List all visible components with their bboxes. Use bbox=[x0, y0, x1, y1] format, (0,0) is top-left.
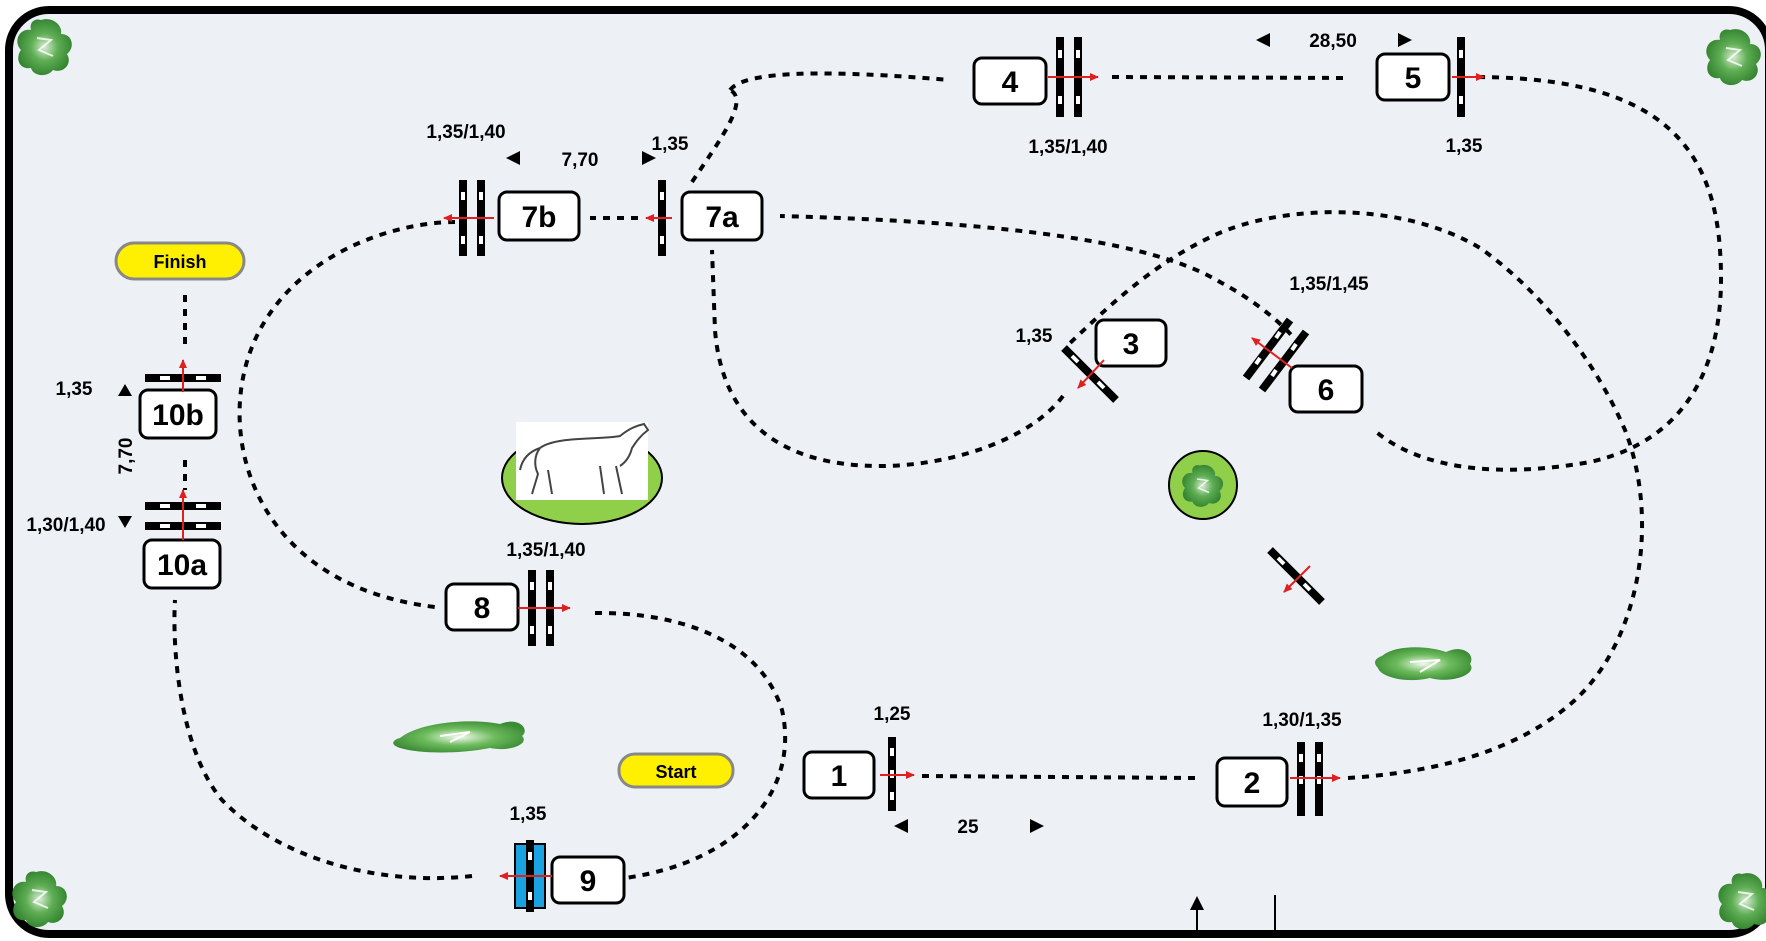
direction-triangle bbox=[118, 384, 132, 396]
obstacle-number: 10b bbox=[152, 399, 204, 432]
obstacle-2: 2 1,30/1,35 bbox=[1215, 710, 1342, 816]
obstacle-10a: 10a 1,30/1,40 bbox=[26, 489, 222, 590]
obstacle-number: 4 bbox=[1002, 66, 1019, 99]
obstacle-number: 2 bbox=[1244, 767, 1261, 800]
obstacle-9: 9 1,35 bbox=[499, 804, 626, 912]
obstacle-number: 6 bbox=[1318, 374, 1335, 407]
obstacle-number: 7a bbox=[705, 201, 739, 234]
finish-label: Finish bbox=[154, 252, 207, 272]
distance-1-2: 25 bbox=[894, 817, 1044, 838]
distance-4-5: 28,50 bbox=[1256, 31, 1412, 52]
distance-value: 25 bbox=[957, 817, 979, 838]
obstacle-number: 10a bbox=[157, 549, 207, 582]
obstacle-height: 1,35 bbox=[510, 804, 547, 825]
distance-value: 7,70 bbox=[562, 150, 599, 171]
start-label: Start bbox=[655, 762, 696, 782]
finish-badge: Finish bbox=[114, 241, 246, 281]
horse-statue bbox=[501, 422, 663, 525]
obstacle-number: 7b bbox=[521, 201, 556, 234]
obstacle-10b: 10b 1,35 bbox=[56, 359, 221, 440]
extra-fence bbox=[1267, 547, 1325, 605]
obstacle-3: 3 1,35 bbox=[1016, 318, 1168, 403]
distance-arrow-left bbox=[894, 819, 908, 833]
entrance-arrow-icon bbox=[1190, 895, 1276, 936]
jump-direction-arrow bbox=[1077, 359, 1105, 389]
horse-icon bbox=[519, 422, 650, 495]
obstacle-4: 4 1,35/1,40 bbox=[972, 37, 1108, 158]
distance-arrow-left bbox=[1256, 33, 1270, 47]
start-badge: Start bbox=[617, 752, 735, 789]
obstacle-7a: 7a 1,35 bbox=[645, 134, 764, 256]
distance-arrow-right bbox=[642, 151, 656, 165]
bush-icon bbox=[1375, 647, 1472, 681]
obstacle-6: 6 1,35/1,45 bbox=[1242, 274, 1369, 414]
distance-value: 7,70 bbox=[116, 438, 137, 475]
distance-arrow-left bbox=[506, 151, 520, 165]
obstacle-height: 1,35/1,40 bbox=[1028, 137, 1107, 158]
obstacle-number: 1 bbox=[831, 760, 848, 793]
obstacle-7b: 7b 1,35/1,40 bbox=[426, 122, 581, 256]
jump-direction-arrow bbox=[1251, 337, 1293, 369]
obstacle-1: 1 1,25 bbox=[802, 704, 915, 811]
obstacle-height: 1,30/1,35 bbox=[1262, 710, 1342, 731]
obstacle-height: 1,30/1,40 bbox=[26, 515, 105, 536]
obstacle-height: 1,35 bbox=[652, 134, 689, 155]
obstacle-5: 5 1,35 bbox=[1375, 37, 1485, 157]
course-route bbox=[172, 71, 1723, 881]
obstacle-height: 1,25 bbox=[874, 704, 911, 725]
distance-value: 28,50 bbox=[1309, 31, 1357, 52]
obstacle-height: 1,35 bbox=[56, 379, 93, 400]
direction-triangle bbox=[118, 516, 132, 528]
arena-border bbox=[5, 6, 1766, 938]
obstacle-height: 1,35/1,40 bbox=[506, 540, 585, 561]
distance-10a-10b: 7,70 bbox=[116, 438, 137, 475]
obstacle-number: 3 bbox=[1123, 328, 1140, 361]
obstacle-height: 1,35/1,40 bbox=[426, 122, 505, 143]
tree-island bbox=[1168, 450, 1238, 520]
distance-arrow-right bbox=[1398, 33, 1412, 47]
distance-7b-7a: 7,70 bbox=[506, 150, 656, 171]
obstacle-height: 1,35 bbox=[1446, 136, 1483, 157]
obstacle-8: 8 1,35/1,40 bbox=[444, 540, 586, 646]
obstacle-number: 8 bbox=[474, 592, 491, 625]
distance-arrow-right bbox=[1030, 819, 1044, 833]
obstacle-height: 1,35 bbox=[1016, 326, 1053, 347]
obstacle-number: 9 bbox=[580, 865, 597, 898]
bush-icon bbox=[393, 721, 525, 753]
obstacle-height: 1,35/1,45 bbox=[1289, 274, 1369, 295]
obstacle-number: 5 bbox=[1405, 62, 1422, 95]
